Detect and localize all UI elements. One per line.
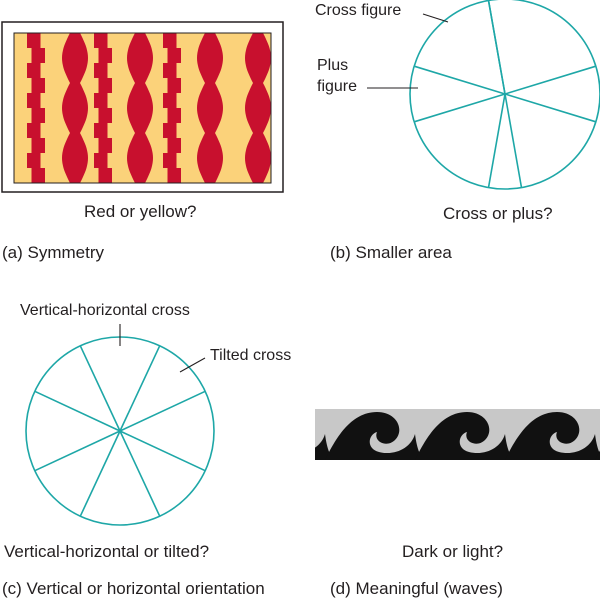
label-leader-lines-b xyxy=(367,13,449,89)
red-column-7 xyxy=(245,33,271,183)
wheel-spoke xyxy=(504,93,597,123)
caption-symmetry: (a) Symmetry xyxy=(2,243,104,262)
wheel-spoke xyxy=(34,390,121,432)
dark-wave-4 xyxy=(505,412,600,460)
wheel-spoke xyxy=(413,65,506,95)
wheel-spoke xyxy=(487,93,506,188)
question-cross-or-plus: Cross or plus? xyxy=(443,204,553,223)
wheel-spoke xyxy=(119,390,206,432)
wheel-spoke xyxy=(79,345,121,432)
red-column-6 xyxy=(197,33,223,183)
wheel-spoke xyxy=(413,93,506,123)
question-red-or-yellow: Red or yellow? xyxy=(84,202,197,221)
caption-smaller-area: (b) Smaller area xyxy=(330,243,452,262)
dark-wave-3 xyxy=(415,412,515,460)
dark-wave-2 xyxy=(325,412,425,460)
wheel-spoke xyxy=(119,345,161,432)
red-column-2 xyxy=(62,33,88,183)
cross-plus-wheel xyxy=(409,0,600,190)
label-figure: figure xyxy=(317,78,358,95)
symmetry-pattern xyxy=(1,21,284,193)
wheel-spoke xyxy=(487,0,506,95)
caption-orientation: (c) Vertical or horizontal orientation xyxy=(2,579,265,598)
question-vertical-or-tilted: Vertical-horizontal or tilted? xyxy=(4,542,210,561)
label-plus: Plus xyxy=(317,57,349,74)
red-column-5 xyxy=(163,33,181,183)
orientation-wheel xyxy=(25,336,215,526)
red-column-1 xyxy=(27,33,45,183)
label-cross-figure: Cross figure xyxy=(315,2,402,19)
wheel-spoke xyxy=(79,430,121,517)
wheel-spoke xyxy=(119,430,206,472)
red-column-4 xyxy=(127,33,153,183)
wave-band xyxy=(315,409,600,460)
wheel-spoke xyxy=(119,430,161,517)
label-tilted-cross: Tilted cross xyxy=(210,347,292,364)
label-vertical-horizontal-cross: Vertical-horizontal cross xyxy=(20,302,190,319)
question-dark-or-light: Dark or light? xyxy=(402,542,504,561)
label-leader-lines-c xyxy=(119,324,206,373)
caption-meaningful-waves: (d) Meaningful (waves) xyxy=(330,579,503,598)
red-column-3 xyxy=(94,33,112,183)
dark-wave-1 xyxy=(315,434,335,460)
dark-wave-5 xyxy=(595,450,600,460)
wheel-spoke xyxy=(504,65,597,95)
wheel-spoke xyxy=(34,430,121,472)
wheel-spoke xyxy=(504,93,523,188)
